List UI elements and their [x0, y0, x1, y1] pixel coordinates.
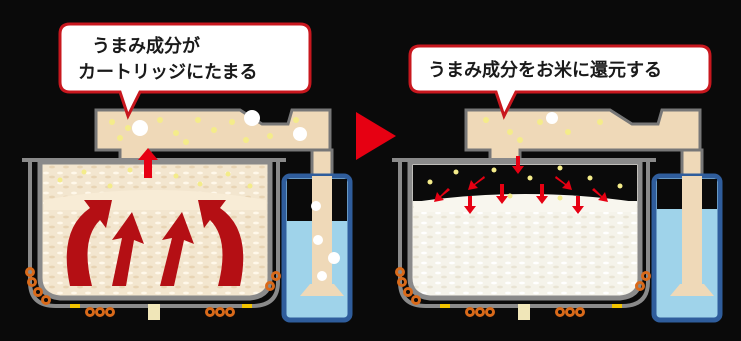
callout-left-line1: うまみ成分が — [92, 35, 200, 57]
pipe-nozzle-right — [670, 284, 714, 296]
sensor-right — [518, 304, 530, 320]
curved-arrow-icon — [66, 200, 244, 286]
callout-left: うまみ成分が カートリッジにたまる — [58, 22, 312, 120]
umami-particles-pot-right — [427, 165, 623, 201]
return-arrows-icon — [434, 156, 608, 214]
umami-particles-cartridge-right — [483, 112, 603, 143]
pipe-nozzle-left — [300, 284, 344, 296]
steam-up-arrow-icon — [138, 148, 158, 178]
callout-left-line2: カートリッジにたまる — [78, 62, 257, 83]
right-panel: うまみ成分をお米に還元する — [392, 44, 723, 323]
heater-coils-right — [395, 267, 651, 317]
callout-right: うまみ成分をお米に還元する — [408, 44, 712, 120]
bubbles-left — [311, 201, 340, 281]
play-triangle-icon — [356, 112, 396, 160]
heater-coils-left — [25, 267, 281, 317]
umami-particles-cartridge-left — [109, 110, 307, 145]
callout-right-text: うまみ成分をお米に還元する — [428, 59, 662, 81]
left-panel: うまみ成分が カートリッジにたまる — [22, 22, 353, 323]
pipe-in-tank-right — [682, 176, 702, 286]
umami-particles-pot-left — [57, 167, 253, 189]
pipe-in-tank-left — [312, 176, 332, 286]
sensor-left — [148, 304, 160, 320]
